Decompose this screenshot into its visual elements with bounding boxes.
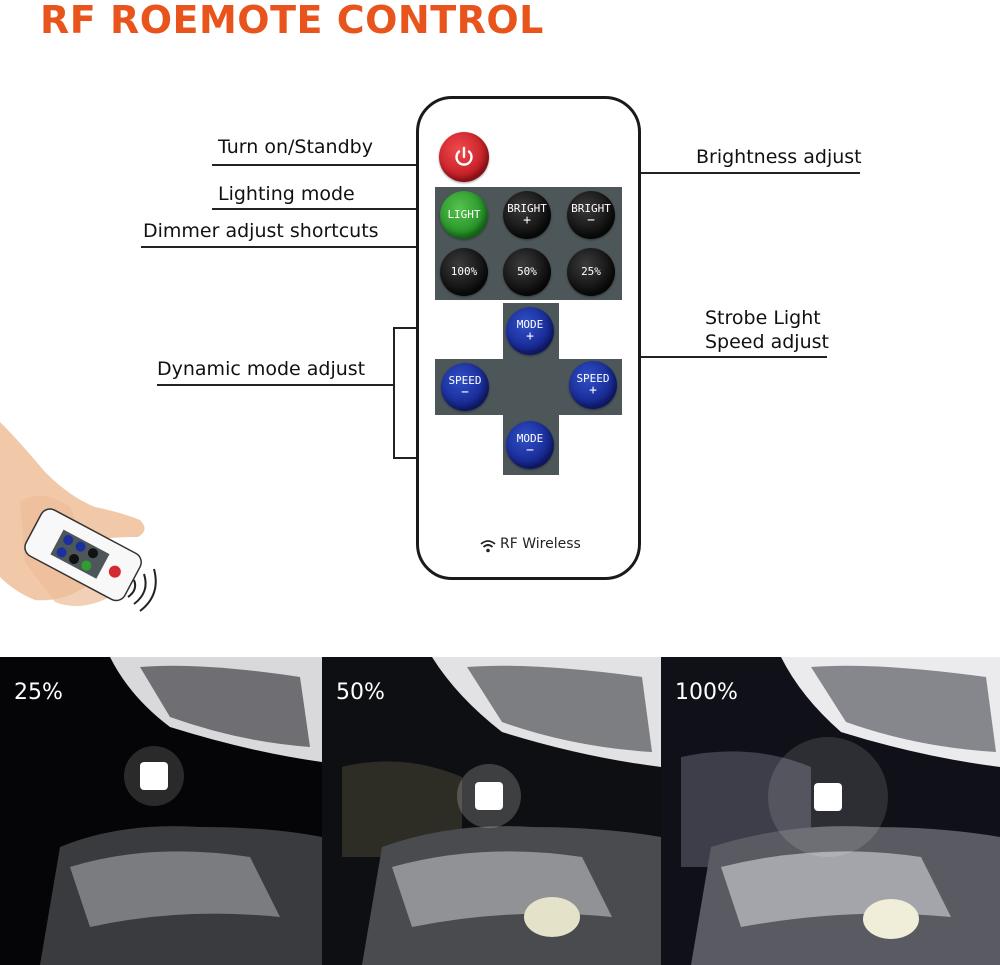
- brand-text: RF Wireless: [500, 536, 581, 552]
- leader-line: [455, 356, 827, 358]
- light-button[interactable]: LIGHT: [440, 191, 488, 239]
- page-title: RF ROEMOTE CONTROL: [40, 0, 544, 42]
- dim-100-button[interactable]: 100%: [440, 248, 488, 296]
- leader-line: [141, 246, 606, 248]
- engine-bay-image: 25%: [0, 657, 322, 965]
- mode-plus-sign: +: [526, 329, 534, 344]
- speed-plus-label: SPEED: [576, 372, 610, 385]
- photo-label-100: 100%: [675, 680, 738, 705]
- dim-100-label: 100%: [450, 265, 478, 278]
- mode-minus-sign: −: [526, 443, 534, 458]
- label-dynamic-mode: Dynamic mode adjust: [157, 358, 366, 380]
- leader-line: [212, 164, 438, 166]
- label-brightness: Brightness adjust: [696, 146, 862, 168]
- engine-bay-image: 50%: [322, 657, 661, 965]
- bracket-vertical: [393, 327, 395, 458]
- speed-plus-sign: +: [589, 383, 597, 398]
- mode-minus-button[interactable]: MODE −: [506, 421, 554, 469]
- dim-50-label: 50%: [517, 265, 537, 278]
- bright-minus-button[interactable]: BRIGHT −: [567, 191, 615, 239]
- leader-line: [157, 384, 393, 386]
- wireless-icon: [480, 540, 496, 553]
- label-strobe-2: Speed adjust: [705, 331, 829, 353]
- label-turn-on: Turn on/Standby: [218, 136, 373, 158]
- photo-25: 25%: [0, 657, 322, 965]
- brightness-photos: 25% 50% 100%: [0, 657, 1000, 965]
- dim-25-label: 25%: [581, 265, 601, 278]
- label-dimmer: Dimmer adjust shortcuts: [143, 220, 379, 242]
- bright-minus-label: BRIGHT: [571, 202, 611, 215]
- speed-minus-label: SPEED: [448, 374, 482, 387]
- bright-minus-sign: −: [587, 213, 595, 228]
- bright-plus-sign: +: [523, 213, 531, 228]
- photo-label-25: 25%: [14, 680, 63, 705]
- light-button-label: LIGHT: [447, 208, 481, 221]
- bright-plus-button[interactable]: BRIGHT +: [503, 191, 551, 239]
- label-strobe-1: Strobe Light: [705, 307, 821, 329]
- power-button[interactable]: [439, 132, 489, 182]
- speed-minus-button[interactable]: SPEED −: [441, 363, 489, 411]
- mode-plus-button[interactable]: MODE +: [506, 307, 554, 355]
- speed-plus-button[interactable]: SPEED +: [569, 361, 617, 409]
- leader-line: [510, 172, 860, 174]
- bright-plus-label: BRIGHT: [507, 202, 547, 215]
- label-lighting-mode: Lighting mode: [218, 183, 355, 205]
- power-icon: [455, 146, 473, 166]
- mode-plus-label: MODE: [516, 318, 544, 331]
- engine-bay-image: 100%: [661, 657, 1000, 965]
- hand-with-remote-illustration: [0, 422, 157, 612]
- photo-50: 50%: [322, 657, 661, 965]
- mode-minus-label: MODE: [516, 432, 544, 445]
- photo-100: 100%: [661, 657, 1000, 965]
- leader-line: [212, 208, 452, 210]
- dim-25-button[interactable]: 25%: [567, 248, 615, 296]
- dim-50-button[interactable]: 50%: [503, 248, 551, 296]
- photo-label-50: 50%: [336, 680, 385, 705]
- speed-minus-sign: −: [461, 385, 469, 400]
